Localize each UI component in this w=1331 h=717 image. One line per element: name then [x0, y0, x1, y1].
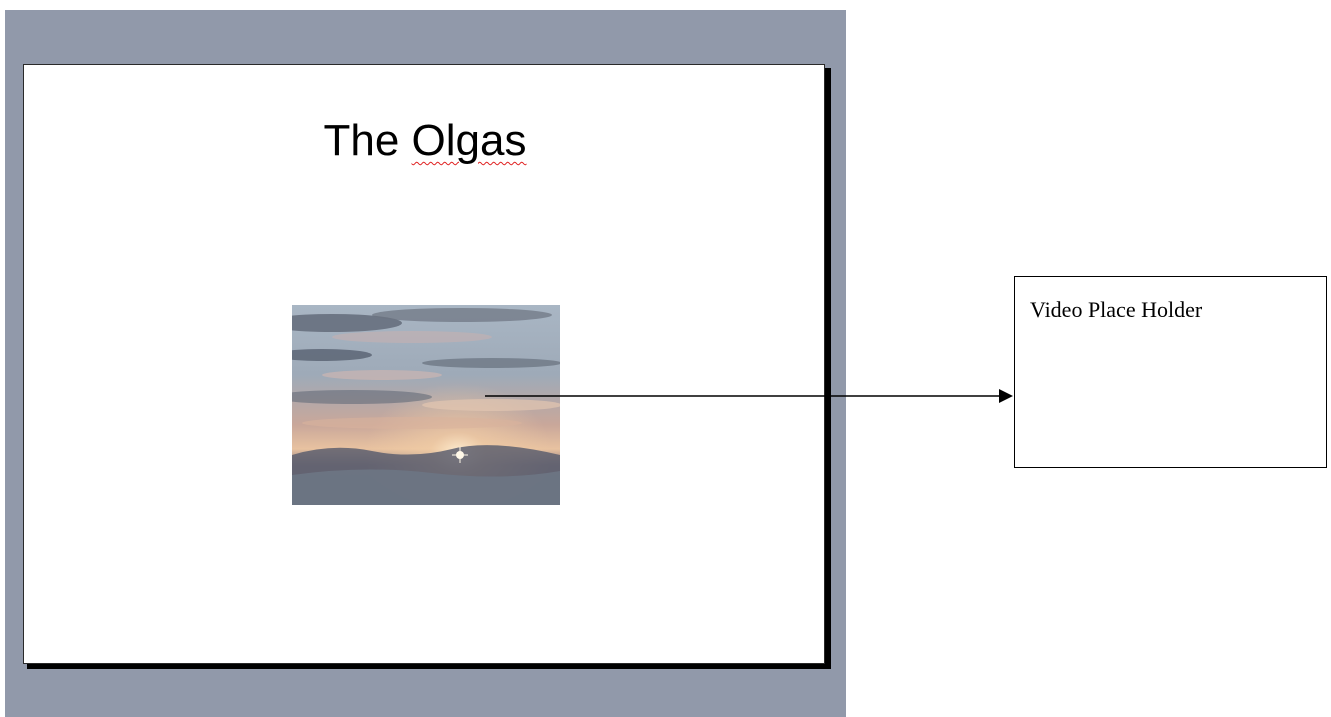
sunset-clouds-image	[292, 305, 560, 505]
video-placeholder-label: Video Place Holder	[1030, 297, 1203, 322]
slide-title-word-the: The	[323, 116, 400, 165]
slide: The Olgas	[23, 64, 825, 664]
slide-title: The Olgas	[24, 115, 826, 167]
slide-title-word-olgas: Olgas	[411, 116, 527, 165]
video-placeholder-box: Video Place Holder	[1014, 276, 1327, 468]
